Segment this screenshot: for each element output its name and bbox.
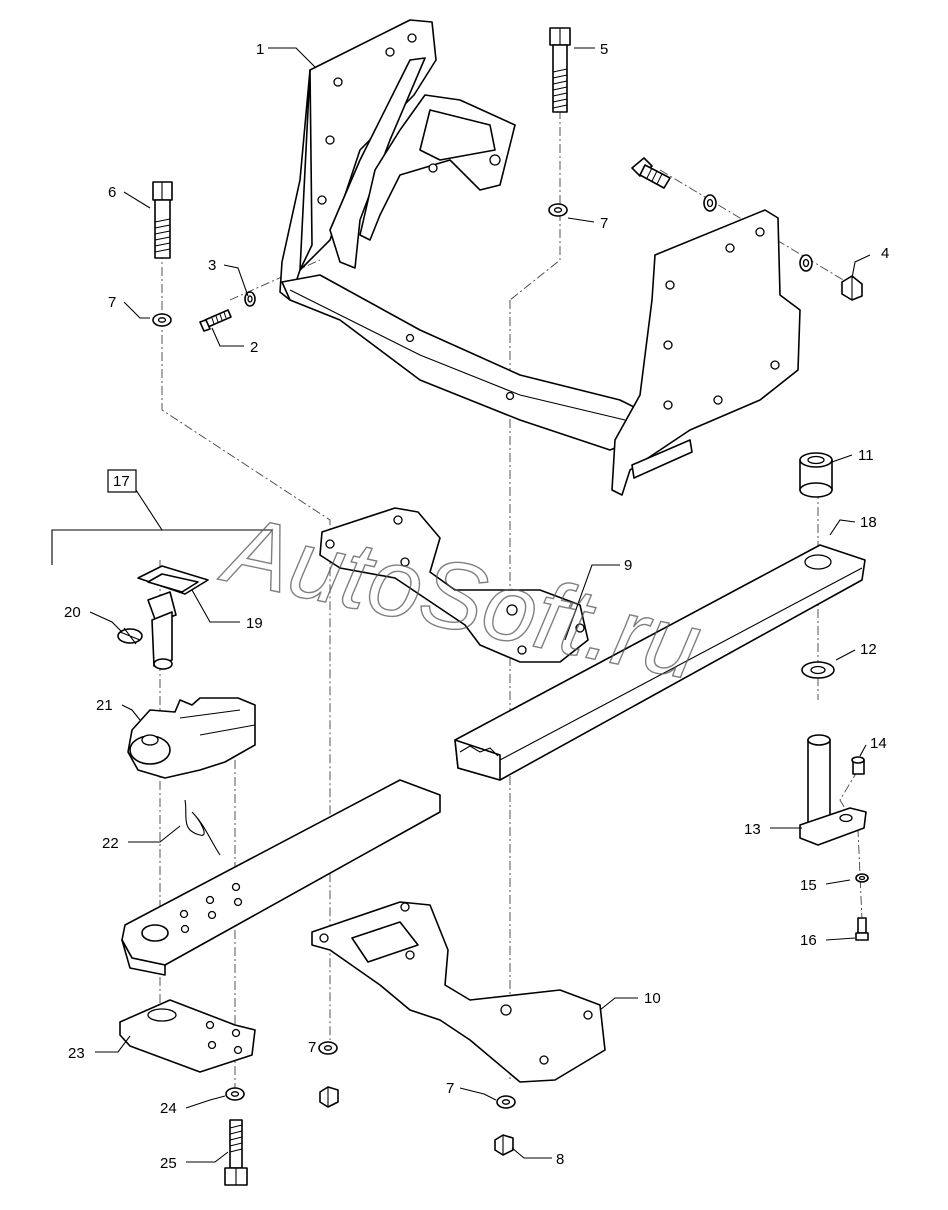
- callout-18: 18: [860, 514, 877, 531]
- callout-24: 24: [160, 1100, 177, 1117]
- part-21-hitch-jaw: [127, 697, 256, 779]
- callout-10: 10: [644, 990, 661, 1007]
- part-6-long-bolt: [152, 181, 173, 259]
- callout-11: 11: [858, 447, 874, 464]
- callout-3: 3: [208, 257, 216, 274]
- callout-17: 17: [113, 473, 130, 490]
- callout-16: 16: [800, 932, 817, 949]
- callout-9: 9: [624, 557, 632, 574]
- callout-15: 15: [800, 877, 817, 894]
- callout-8: 8: [556, 1151, 564, 1168]
- part-25-bolt: [224, 1119, 248, 1186]
- callout-labels: 1 2 3 4 5 6 7 7 7 7 8 9 10 11 12 13 14 1…: [64, 41, 889, 1172]
- callout-21: 21: [96, 697, 113, 714]
- callout-22: 22: [102, 835, 119, 852]
- part-9-plate: [319, 507, 589, 663]
- part-12-washer: [801, 661, 835, 679]
- part-left-drawbar: [121, 779, 441, 976]
- part-16-screw: [855, 917, 869, 941]
- part-23-lower-plate: [119, 999, 256, 1073]
- callout-13: 13: [744, 821, 761, 838]
- callout-25: 25: [160, 1155, 177, 1172]
- callout-1: 1: [256, 41, 264, 58]
- part-24-washer: [225, 1087, 245, 1101]
- callout-20: 20: [64, 604, 81, 621]
- callout-6: 6: [108, 184, 116, 201]
- callout-12: 12: [860, 641, 877, 658]
- part-17-assembly-bracket: [51, 469, 272, 565]
- watermark-text: AutoSoft.ru: [213, 495, 710, 701]
- callout-5: 5: [600, 41, 608, 58]
- callout-leaders: [89, 47, 871, 1163]
- callout-2: 2: [250, 339, 258, 356]
- callout-7a: 7: [108, 294, 116, 311]
- part-5-long-bolt: [549, 27, 571, 113]
- part-10-hitch-bracket: [311, 901, 606, 1083]
- part-22-spring-wire: [184, 799, 221, 856]
- part-3-washer: [244, 291, 256, 307]
- part-18-drawbar: [454, 544, 866, 781]
- part-2-bolt: [199, 309, 232, 332]
- callout-4: 4: [881, 245, 889, 262]
- part-15-washer: [855, 873, 869, 883]
- callout-7c: 7: [446, 1080, 454, 1097]
- part-8-nuts: [319, 1086, 514, 1156]
- part-13-pin-plate: [799, 734, 867, 846]
- part-11-bushing: [799, 452, 833, 498]
- part-1-front-bracket: [279, 19, 801, 496]
- part-20-clip: [117, 627, 143, 645]
- callout-19: 19: [246, 615, 263, 632]
- callout-box-17: [107, 469, 137, 493]
- part-4-bolt-nut-set: [631, 157, 863, 301]
- part-19-hitch-pin: [137, 565, 209, 670]
- part-14-cap: [851, 756, 865, 775]
- part-7-washers: [152, 203, 568, 1109]
- callout-23: 23: [68, 1045, 85, 1062]
- callout-7d: 7: [308, 1039, 316, 1056]
- callout-7b: 7: [600, 215, 608, 232]
- callout-14: 14: [870, 735, 887, 752]
